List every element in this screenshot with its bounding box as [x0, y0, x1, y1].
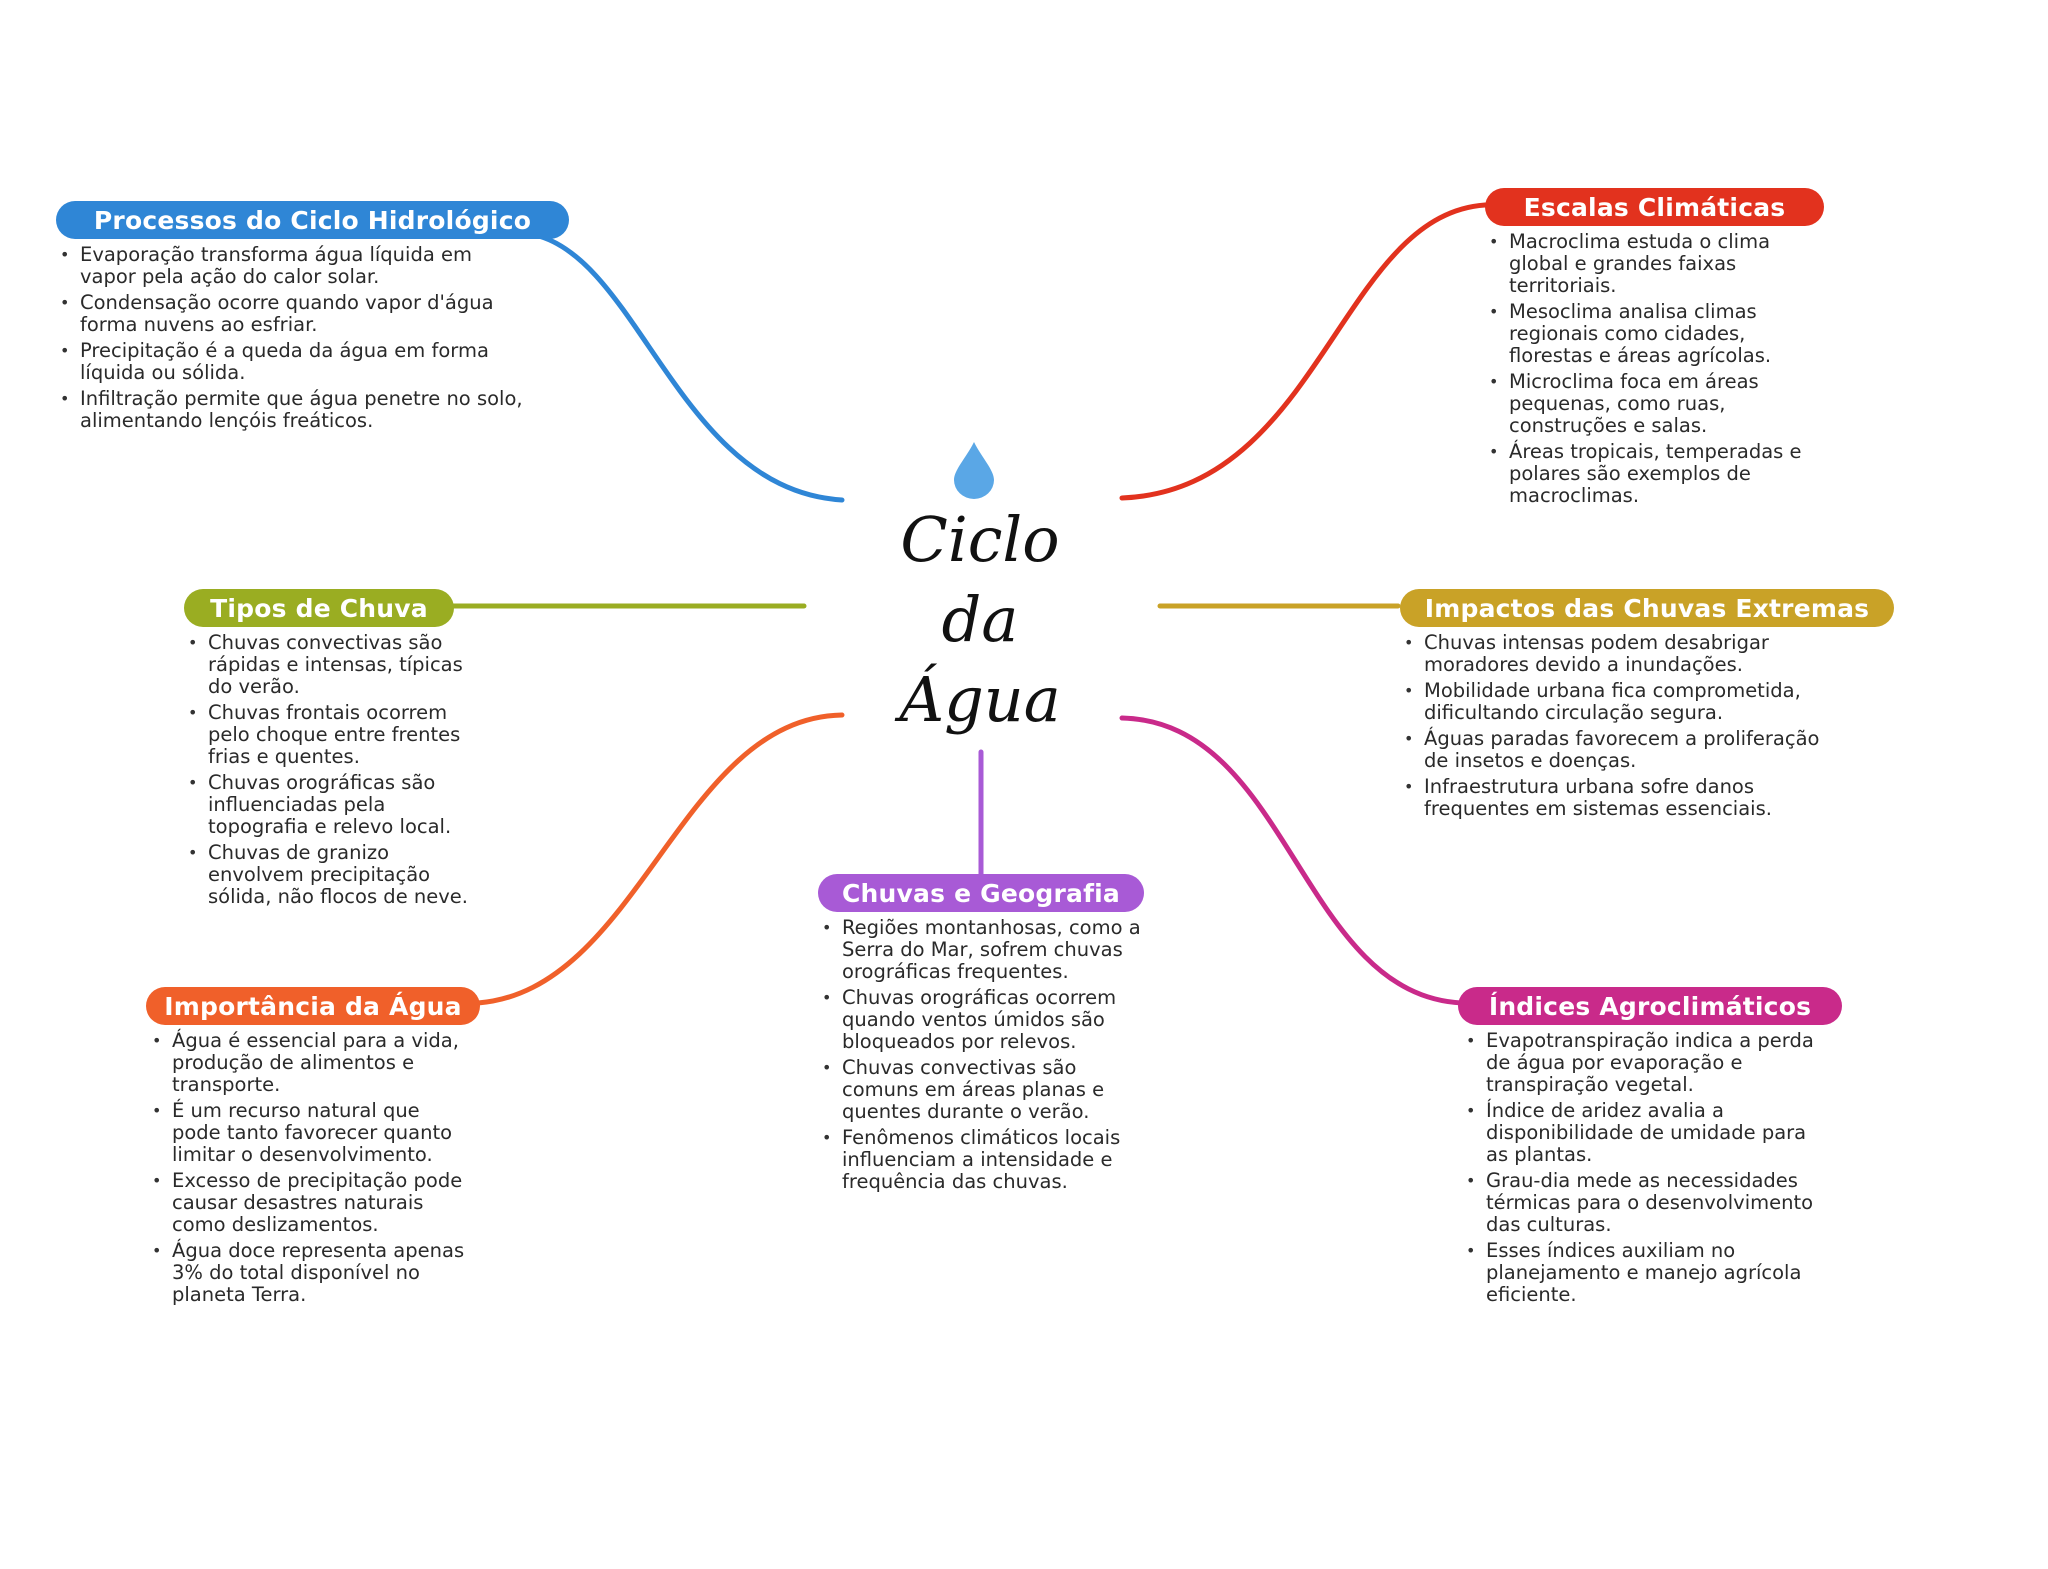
water-drop-icon [954, 442, 994, 499]
list-item: Áreas tropicais, temperadas e polares sã… [1485, 441, 1815, 507]
branch-pill-escalas: Escalas Climáticas [1485, 188, 1824, 226]
list-item: Água é essencial para a vida, produção d… [148, 1030, 473, 1096]
list-item: Evapotranspiração indica a perda de água… [1462, 1030, 1832, 1096]
branch-title-indices: Índices Agroclimáticos [1488, 991, 1812, 1021]
branch-list-escalas: Macroclima estuda o clima global e grand… [1485, 231, 1815, 511]
list-item: Grau-dia mede as necessidades térmicas p… [1462, 1170, 1832, 1236]
branch-pill-tipos: Tipos de Chuva [184, 589, 454, 627]
list-item: Infiltração permite que água penetre no … [56, 388, 526, 432]
list-item: Precipitação é a queda da água em forma … [56, 340, 526, 384]
list-item: Chuvas orográficas são influenciadas pel… [184, 772, 474, 838]
central-topic-line-3: Água [899, 663, 1061, 736]
branch-pill-processos: Processos do Ciclo Hidrológico [56, 201, 569, 239]
list-item: Condensação ocorre quando vapor d'água f… [56, 292, 526, 336]
list-item: Chuvas orográficas ocorrem quando ventos… [818, 987, 1158, 1053]
branch-list-tipos: Chuvas convectivas são rápidas e intensa… [184, 632, 474, 912]
connector-processos [532, 232, 845, 503]
branch-pill-importancia: Importância da Água [146, 987, 480, 1025]
central-topic-line-2: da [941, 583, 1019, 656]
list-item: Índice de aridez avalia a disponibilidad… [1462, 1100, 1832, 1166]
list-item: Fenômenos climáticos locais influenciam … [818, 1127, 1158, 1193]
branch-title-impactos: Impactos das Chuvas Extremas [1424, 593, 1870, 623]
branch-pill-geografia: Chuvas e Geografia [818, 874, 1144, 912]
list-item: Mobilidade urbana fica comprometida, dif… [1400, 680, 1830, 724]
branch-title-geografia: Chuvas e Geografia [841, 878, 1120, 908]
branch-list-processos: Evaporação transforma água líquida em va… [56, 244, 526, 436]
list-item: Águas paradas favorecem a proliferação d… [1400, 728, 1830, 772]
list-item: Macroclima estuda o clima global e grand… [1485, 231, 1815, 297]
branch-list-indices: Evapotranspiração indica a perda de água… [1462, 1030, 1832, 1310]
connector-indices [1119, 715, 1465, 1006]
branch-title-processos: Processos do Ciclo Hidrológico [93, 205, 532, 235]
list-item: Chuvas de granizo envolvem precipitação … [184, 842, 474, 908]
connector-importancia [475, 712, 845, 1006]
list-item: Chuvas intensas podem desabrigar morador… [1400, 632, 1830, 676]
central-topic: Ciclo da Água [880, 500, 1080, 740]
branch-list-geografia: Regiões montanhosas, como a Serra do Mar… [818, 917, 1158, 1197]
central-topic-line-1: Ciclo [900, 503, 1060, 576]
list-item: É um recurso natural que pode tanto favo… [148, 1100, 473, 1166]
list-item: Chuvas frontais ocorrem pelo choque entr… [184, 702, 474, 768]
branch-list-impactos: Chuvas intensas podem desabrigar morador… [1400, 632, 1830, 824]
list-item: Regiões montanhosas, como a Serra do Mar… [818, 917, 1158, 983]
branch-list-importancia: Água é essencial para a vida, produção d… [148, 1030, 473, 1310]
list-item: Microclima foca em áreas pequenas, como … [1485, 371, 1815, 437]
list-item: Chuvas convectivas são rápidas e intensa… [184, 632, 474, 698]
list-item: Infraestrutura urbana sofre danos freque… [1400, 776, 1830, 820]
list-item: Chuvas convectivas são comuns em áreas p… [818, 1057, 1158, 1123]
branch-pill-indices: Índices Agroclimáticos [1458, 987, 1842, 1025]
branch-pill-impactos: Impactos das Chuvas Extremas [1400, 589, 1894, 627]
branch-title-importancia: Importância da Água [164, 991, 462, 1021]
list-item: Excesso de precipitação pode causar desa… [148, 1170, 473, 1236]
list-item: Água doce representa apenas 3% do total … [148, 1240, 473, 1306]
branch-title-tipos: Tipos de Chuva [210, 593, 428, 623]
branch-title-escalas: Escalas Climáticas [1523, 192, 1786, 222]
list-item: Mesoclima analisa climas regionais como … [1485, 301, 1815, 367]
connector-escalas [1119, 202, 1488, 501]
list-item: Esses índices auxiliam no planejamento e… [1462, 1240, 1832, 1306]
list-item: Evaporação transforma água líquida em va… [56, 244, 526, 288]
